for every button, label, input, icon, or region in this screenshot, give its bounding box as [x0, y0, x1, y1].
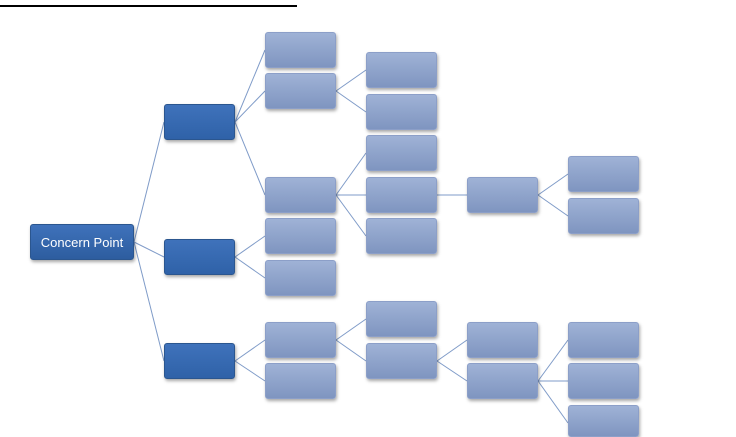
connector: [234, 121, 266, 196]
connector: [234, 235, 266, 258]
connector: [133, 241, 165, 362]
connector: [537, 339, 569, 382]
level4-node: [467, 322, 538, 358]
level4-node: [467, 363, 538, 399]
connector: [335, 339, 367, 362]
level3-node: [366, 94, 437, 130]
level3-node: [366, 301, 437, 337]
level2-node: [265, 73, 336, 109]
connector: [234, 360, 266, 382]
connector: [335, 318, 367, 341]
connector: [234, 256, 266, 279]
level5-node: [568, 363, 639, 399]
level1-node: [164, 104, 235, 140]
level2-node: [265, 363, 336, 399]
level1-node: [164, 239, 235, 275]
level2-node: [265, 218, 336, 254]
level2-node: [265, 322, 336, 358]
connector: [234, 339, 266, 362]
level1-node: [164, 343, 235, 379]
connector: [335, 69, 367, 92]
level3-node: [366, 52, 437, 88]
level5-node: [568, 198, 639, 234]
level3-node: [366, 343, 437, 379]
title-underline: [0, 5, 297, 7]
connector: [436, 339, 468, 362]
connector: [234, 49, 266, 123]
level2-node: [265, 177, 336, 213]
connector: [133, 121, 165, 243]
root-node: Concern Point: [30, 224, 134, 260]
connector: [234, 90, 266, 123]
level2-node: [265, 32, 336, 68]
level3-node: [366, 177, 437, 213]
connector: [537, 194, 569, 217]
connector: [335, 194, 367, 237]
level5-node: [568, 322, 639, 358]
connector: [436, 360, 468, 382]
connector: [335, 90, 367, 113]
root-label: Concern Point: [40, 234, 124, 250]
connector: [133, 241, 165, 258]
connector: [537, 380, 569, 424]
level5-node: [568, 156, 639, 192]
level5-node: [568, 405, 639, 437]
level2-node: [265, 260, 336, 296]
connector: [537, 173, 569, 196]
connector: [335, 152, 367, 196]
level3-node: [366, 135, 437, 171]
level4-node: [467, 177, 538, 213]
level3-node: [366, 218, 437, 254]
